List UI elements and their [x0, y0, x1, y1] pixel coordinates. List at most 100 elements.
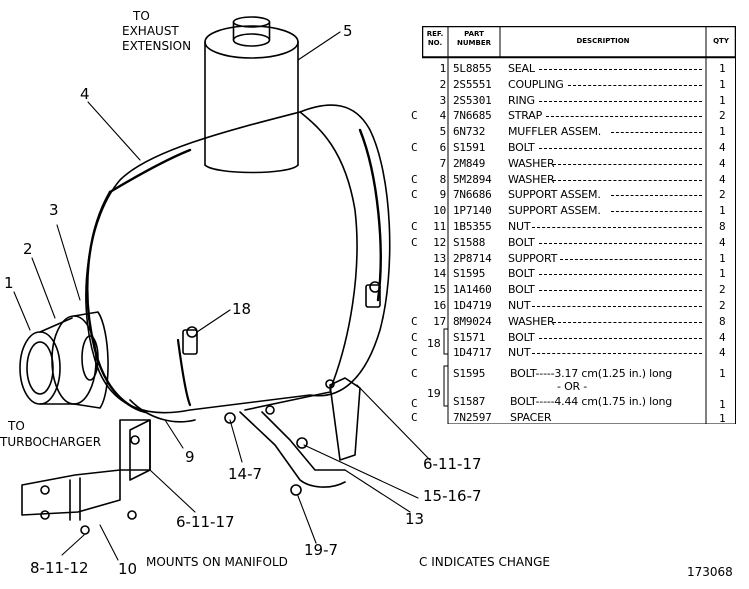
row-part-number: 1B5355: [453, 220, 492, 233]
row-leader-line: [538, 242, 702, 244]
row-leader-line: [553, 179, 702, 181]
row-ref-no: 14: [433, 267, 446, 281]
callout-6-11-17-left: 6-11-17: [176, 513, 235, 531]
mounts-note: MOUNTS ON MANIFOLD: [146, 555, 288, 569]
row-qty: 1: [719, 251, 726, 265]
row-change-mark: C: [411, 314, 418, 328]
row-ref-no: 9: [439, 188, 447, 202]
row-description: NUT: [508, 220, 531, 233]
row-leader-line: [546, 116, 702, 118]
row-qty: 8: [719, 220, 726, 233]
row-change-mark: C: [411, 109, 418, 123]
row-part-number: 5M2894: [453, 172, 492, 186]
callout-4: 4: [80, 85, 90, 103]
row-qty: 4: [719, 141, 726, 154]
callout-5: 5: [343, 22, 353, 40]
row-part-number: S1571: [453, 330, 486, 344]
row-description: BOLT: [508, 267, 535, 281]
row-leader-line: [610, 211, 702, 213]
callout-15-16-7: 15-16-7: [423, 487, 482, 505]
row-qty: 4: [719, 346, 726, 360]
row-part-number: 1P7140: [453, 204, 492, 218]
row-ref-no: 4: [439, 109, 447, 123]
row-change-mark: C: [411, 330, 418, 344]
callout-1: 1: [4, 274, 14, 292]
row-leader-line: [538, 337, 702, 339]
row-qty: 1: [719, 77, 726, 91]
row-19b-part: S1587: [453, 395, 486, 408]
lower-support: [224, 377, 361, 496]
drawing-number: 173068: [687, 565, 733, 579]
row-part-number: 2M849: [453, 156, 486, 170]
callout-2: 2: [23, 240, 33, 258]
row-leader-line: [560, 258, 702, 260]
row-leader-line: [553, 163, 702, 165]
row-ref-no: 10: [433, 204, 446, 218]
row-19a-change: C: [411, 367, 418, 380]
row-description: SUPPORT ASSEM.: [508, 188, 601, 202]
row-qty: 1: [719, 93, 726, 107]
row-ref-no: 8: [439, 172, 447, 186]
group-brackets: [443, 328, 448, 407]
row-qty: 8: [719, 314, 726, 328]
group-ref-19: 19: [427, 387, 441, 400]
row-leader-line: [538, 100, 702, 102]
row-leader-line: [531, 353, 702, 355]
row-qty: 4: [719, 330, 726, 344]
row-leader-line: [538, 69, 702, 70]
row-part-number: 6N732: [453, 125, 486, 139]
row-part-number: 1A1460: [453, 283, 492, 297]
group-ref-18: 18: [427, 337, 441, 350]
row-description: BOLT: [508, 235, 535, 249]
row-ref-no: 17: [433, 314, 446, 328]
row-ref-no: 11: [433, 220, 446, 233]
row-qty: 4: [719, 235, 726, 249]
row-19-or: - OR -: [557, 380, 588, 393]
row-description: NUT: [508, 299, 531, 312]
to-turbo-label-2: TURBOCHARGER: [0, 435, 102, 449]
row-part-number: 1D4717: [453, 346, 492, 360]
exhaust-outlet-pipe: [204, 16, 299, 166]
strap-clamp: [182, 281, 381, 355]
inlet-coupling: [19, 311, 109, 409]
callout-14-7: 14-7: [228, 465, 263, 483]
row-leader-line: [538, 290, 702, 292]
row-ref-no: 13: [433, 251, 446, 265]
row-leader-line: [531, 306, 702, 307]
row-ref-no: 15: [433, 283, 446, 297]
header-part-number: PART NUMBER: [456, 30, 491, 47]
parts-table-grid: [422, 26, 736, 424]
header-description: DESCRIPTION: [576, 37, 630, 45]
row-change-mark: C: [411, 346, 418, 360]
row-19b-desc: BOLT-----4.44 cm(1.75 in.) long: [510, 395, 673, 408]
row-change-mark: C: [411, 220, 418, 233]
row-description: BOLT: [508, 283, 535, 297]
row-description: SUPPORT: [508, 251, 558, 265]
to-exhaust-label-3: EXTENSION: [122, 39, 192, 53]
row-20-part: 7N2597: [453, 411, 492, 424]
row-qty: 1: [719, 62, 726, 75]
callout-10: 10: [118, 560, 138, 578]
row-qty: 1: [719, 267, 726, 281]
muffler-body: [85, 104, 391, 423]
to-exhaust-label-2: EXHAUST: [122, 24, 179, 38]
callout-9: 9: [185, 448, 195, 466]
row-ref-no: 6: [439, 141, 447, 154]
row-change-mark: C: [411, 235, 418, 249]
row-description: WASHER: [508, 314, 555, 328]
row-part-number: 8M9024: [453, 314, 492, 328]
callout-13: 13: [405, 510, 425, 528]
row-20-change: C: [411, 411, 418, 424]
row-description: BOLT: [508, 330, 535, 344]
row-qty: 2: [719, 109, 726, 123]
row-description: MUFFLER ASSEM.: [508, 125, 602, 139]
row-part-number: 7N6685: [453, 109, 492, 123]
row-19b-qty: 1: [719, 398, 726, 411]
strap: [86, 128, 382, 414]
row-qty: 1: [719, 204, 726, 218]
row-qty: 2: [719, 299, 726, 312]
row-description: COUPLING: [508, 77, 564, 91]
row-part-number: 2P8714: [453, 251, 492, 265]
callout-18: 18: [232, 300, 252, 318]
